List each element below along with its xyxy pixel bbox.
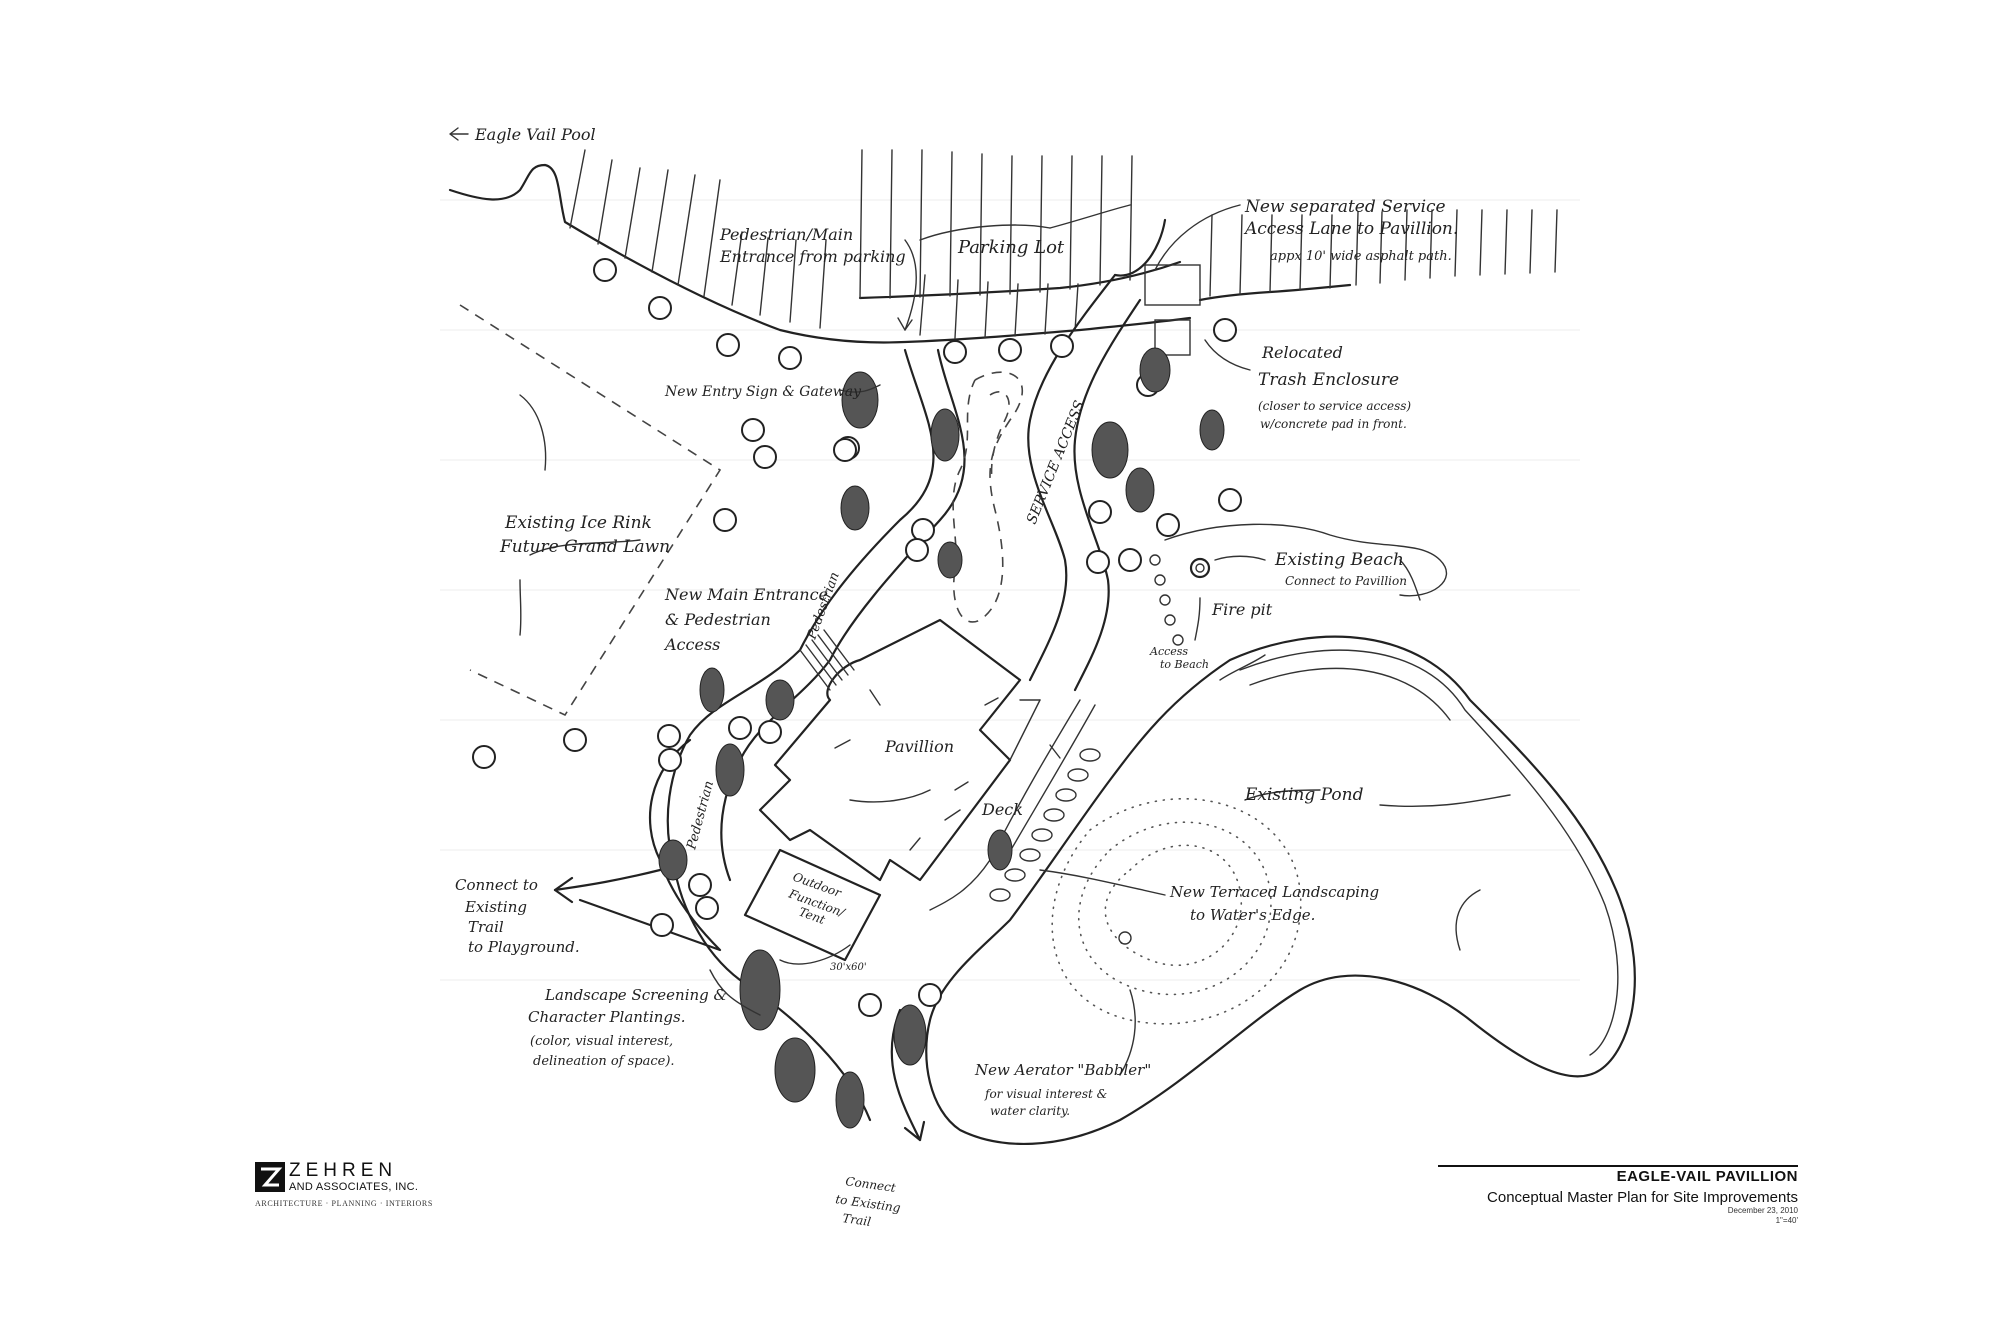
label-access-beach-2: to Beach [1160, 658, 1209, 671]
firm-name: ZEHREN [289, 1160, 398, 1181]
label-pavillion: Pavillion [884, 737, 954, 756]
label-pond: Existing Pond [1244, 785, 1364, 805]
firm-tagline: ARCHITECTURE · PLANNING · INTERIORS [255, 1199, 433, 1208]
label-connect-trail-3: Trail [468, 918, 504, 936]
outdoor-function-tent [743, 848, 882, 962]
label-screening-1: Landscape Screening & [544, 986, 727, 1004]
label-aerator-2: for visual interest & [984, 1087, 1108, 1101]
label-service-lane-2: Access Lane to Pavillion. [1243, 219, 1458, 239]
title-block: EAGLE-VAIL PAVILLION Conceptual Master P… [1438, 1168, 1798, 1226]
label-eagle-vail-pool: Eagle Vail Pool [474, 125, 596, 144]
zehren-z-mark-icon [255, 1162, 285, 1192]
inner-planting-bed [989, 391, 1010, 481]
label-connect-south-1: Connect [845, 1174, 897, 1195]
ice-rink-outline [459, 304, 722, 717]
project-title: EAGLE-VAIL PAVILLION [1616, 1168, 1798, 1185]
parking-lot [448, 149, 1558, 344]
beach-area [1149, 523, 1448, 646]
label-ped-path-1: Pedestrian [804, 570, 842, 642]
label-beach-2: Connect to Pavillion [1285, 574, 1407, 588]
label-ped-path-2: Pedestrian [684, 779, 717, 852]
paper-lines [440, 199, 1580, 981]
label-service-lane-1: New separated Service [1244, 197, 1446, 217]
label-tent-size: 30'x60' [830, 962, 867, 973]
label-main-entrance-1: New Main Entrance [664, 585, 828, 604]
label-screening-4: delineation of space). [533, 1054, 675, 1069]
label-pedestrian-main-2: Entrance from parking [719, 247, 906, 266]
label-access-beach-1: Access [1149, 645, 1188, 658]
label-aerator-3: water clarity. [990, 1104, 1070, 1118]
label-connect-trail-1: Connect to [455, 876, 538, 894]
plan-date: December 23, 2010 [1727, 1206, 1798, 1215]
label-fire-pit: Fire pit [1211, 600, 1273, 619]
label-terraced-1: New Terraced Landscaping [1169, 883, 1379, 901]
label-entry-sign: New Entry Sign & Gateway [664, 384, 862, 400]
trash-enclosure [1144, 264, 1201, 356]
label-connect-trail-4: to Playground. [468, 938, 580, 956]
label-trash-1: Relocated [1261, 343, 1343, 362]
central-planting-bed [952, 371, 1023, 623]
label-main-entrance-2: & Pedestrian [665, 610, 771, 629]
terraced-stones [989, 748, 1101, 902]
label-connect-south-3: Trail [842, 1211, 872, 1229]
label-terraced-2: to Water's Edge. [1190, 906, 1315, 924]
label-beach-1: Existing Beach [1274, 550, 1404, 570]
label-connect-trail-2: Existing [464, 898, 527, 916]
label-trash-3: (closer to service access) [1258, 399, 1411, 413]
label-service-path: SERVICE ACCESS [1024, 399, 1088, 527]
label-aerator-1: New Aerator "Babbler" [974, 1061, 1151, 1079]
firm-logo: ZEHREN AND ASSOCIATES, INC. ARCHITECTURE… [255, 1160, 465, 1212]
plan-title: Conceptual Master Plan for Site Improvem… [1487, 1189, 1798, 1206]
label-screening-2: Character Plantings. [528, 1008, 686, 1026]
label-pedestrian-main-1: Pedestrian/Main [719, 225, 853, 244]
existing-pond [925, 635, 1636, 1146]
label-service-lane-3: appx 10' wide asphalt path. [1270, 249, 1452, 264]
pavillion-building [758, 618, 1096, 911]
label-ice-rink-1: Existing Ice Rink [504, 513, 652, 533]
plan-scale: 1"=40' [1775, 1216, 1798, 1225]
entry-stairs [799, 629, 855, 691]
fire-pit-icon [1189, 557, 1211, 579]
label-trash-4: w/concrete pad in front. [1260, 417, 1407, 431]
label-deck: Deck [981, 800, 1023, 819]
label-parking-lot: Parking Lot [957, 237, 1065, 258]
leader-arrows [449, 127, 1511, 1076]
annotations: Eagle Vail Pool Pedestrian/Main Entrance… [455, 125, 1458, 1229]
firm-subtitle: AND ASSOCIATES, INC. [289, 1181, 419, 1193]
title-rule [1438, 1165, 1798, 1167]
label-ice-rink-2: Future Grand Lawn [499, 537, 670, 557]
label-screening-3: (color, visual interest, [530, 1034, 673, 1049]
label-trash-2: Trash Enclosure [1258, 370, 1399, 390]
label-main-entrance-3: Access [663, 635, 720, 654]
shrubs [658, 347, 1225, 1129]
